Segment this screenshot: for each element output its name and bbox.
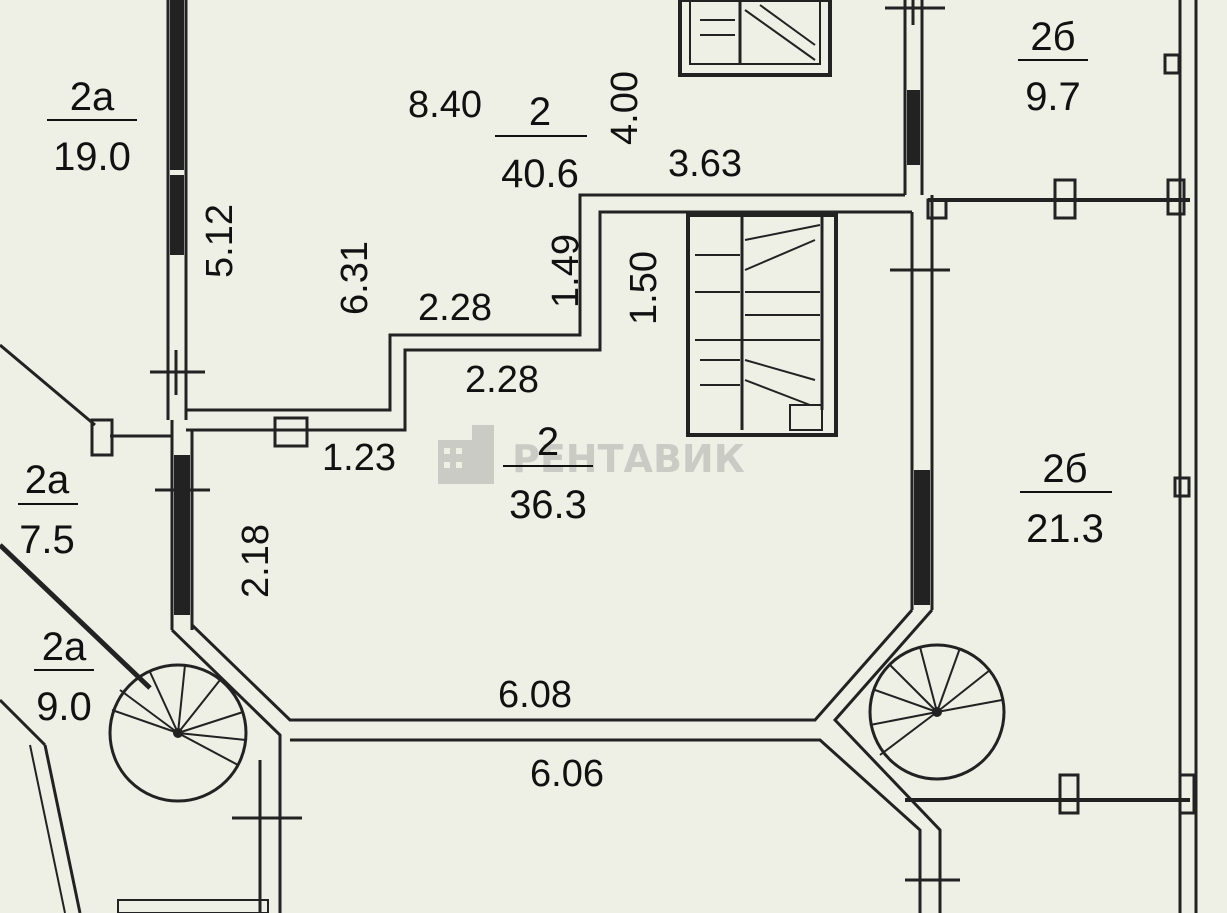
room-label-2a-low: 2а 9.0 bbox=[34, 625, 94, 729]
lower-walls bbox=[117, 609, 1196, 913]
room-code: 2 bbox=[537, 420, 559, 464]
upper-staircase bbox=[678, 0, 832, 77]
room-area: 19.0 bbox=[53, 135, 131, 179]
dimension-label: 2.28 bbox=[465, 359, 539, 401]
right-partition-wall bbox=[885, 0, 945, 195]
room-area: 9.0 bbox=[36, 685, 92, 729]
dimension-label: 6.31 bbox=[334, 241, 376, 315]
watermark: РЕНТАВИК bbox=[438, 425, 745, 484]
room-area: 40.6 bbox=[501, 152, 579, 196]
left-partition-wall bbox=[150, 0, 205, 420]
room-label-2a-top: 2а 19.0 bbox=[47, 75, 137, 179]
outer-right-wall bbox=[1163, 0, 1198, 913]
dimension-label: 8.40 bbox=[408, 84, 482, 126]
dimension-label: 5.12 bbox=[199, 204, 241, 278]
room-label-2-main: 2 36.3 bbox=[503, 420, 593, 527]
dimension-label: 4.00 bbox=[604, 71, 646, 145]
dimension-label: 1.50 bbox=[623, 251, 665, 325]
room-label-2a-mid: 2а 7.5 bbox=[18, 458, 78, 562]
stepped-partition-wall bbox=[186, 193, 912, 448]
spiral-stair-left bbox=[108, 663, 248, 803]
room-label-2b-top: 2б 9.7 bbox=[1018, 15, 1088, 119]
dimension-label: 2.18 bbox=[235, 524, 277, 598]
main-room-right-wall bbox=[890, 195, 950, 610]
dimension-label: 1.49 bbox=[545, 234, 587, 308]
main-room-left-wall bbox=[90, 418, 210, 630]
dimension-label: 1.23 bbox=[322, 437, 396, 479]
room-area: 21.3 bbox=[1026, 507, 1104, 551]
dimension-label: 6.06 bbox=[530, 753, 604, 795]
room-area: 9.7 bbox=[1025, 75, 1081, 119]
room-code: 2б bbox=[1030, 15, 1075, 59]
room-code: 2б bbox=[1042, 447, 1087, 491]
room-code: 2а bbox=[70, 75, 115, 119]
dimension-label: 6.08 bbox=[498, 674, 572, 716]
room-code: 2а bbox=[25, 458, 70, 502]
spiral-stair-right bbox=[868, 643, 1006, 781]
room-area: 7.5 bbox=[19, 518, 75, 562]
room-area: 36.3 bbox=[509, 483, 587, 527]
room-label-2b-right: 2б 21.3 bbox=[1020, 447, 1112, 551]
wall-between-2b-rooms bbox=[926, 178, 1190, 220]
room-label-2-upper: 2 40.6 bbox=[495, 90, 587, 196]
left-diagonal-walls bbox=[0, 343, 152, 913]
dimension-label: 2.28 bbox=[418, 287, 492, 329]
central-staircase bbox=[686, 213, 838, 437]
room-code: 2а bbox=[42, 625, 87, 669]
building-icon bbox=[438, 425, 494, 484]
room-code: 2 bbox=[529, 90, 551, 134]
watermark-text: РЕНТАВИК bbox=[512, 437, 745, 481]
dimension-label: 3.63 bbox=[668, 143, 742, 185]
